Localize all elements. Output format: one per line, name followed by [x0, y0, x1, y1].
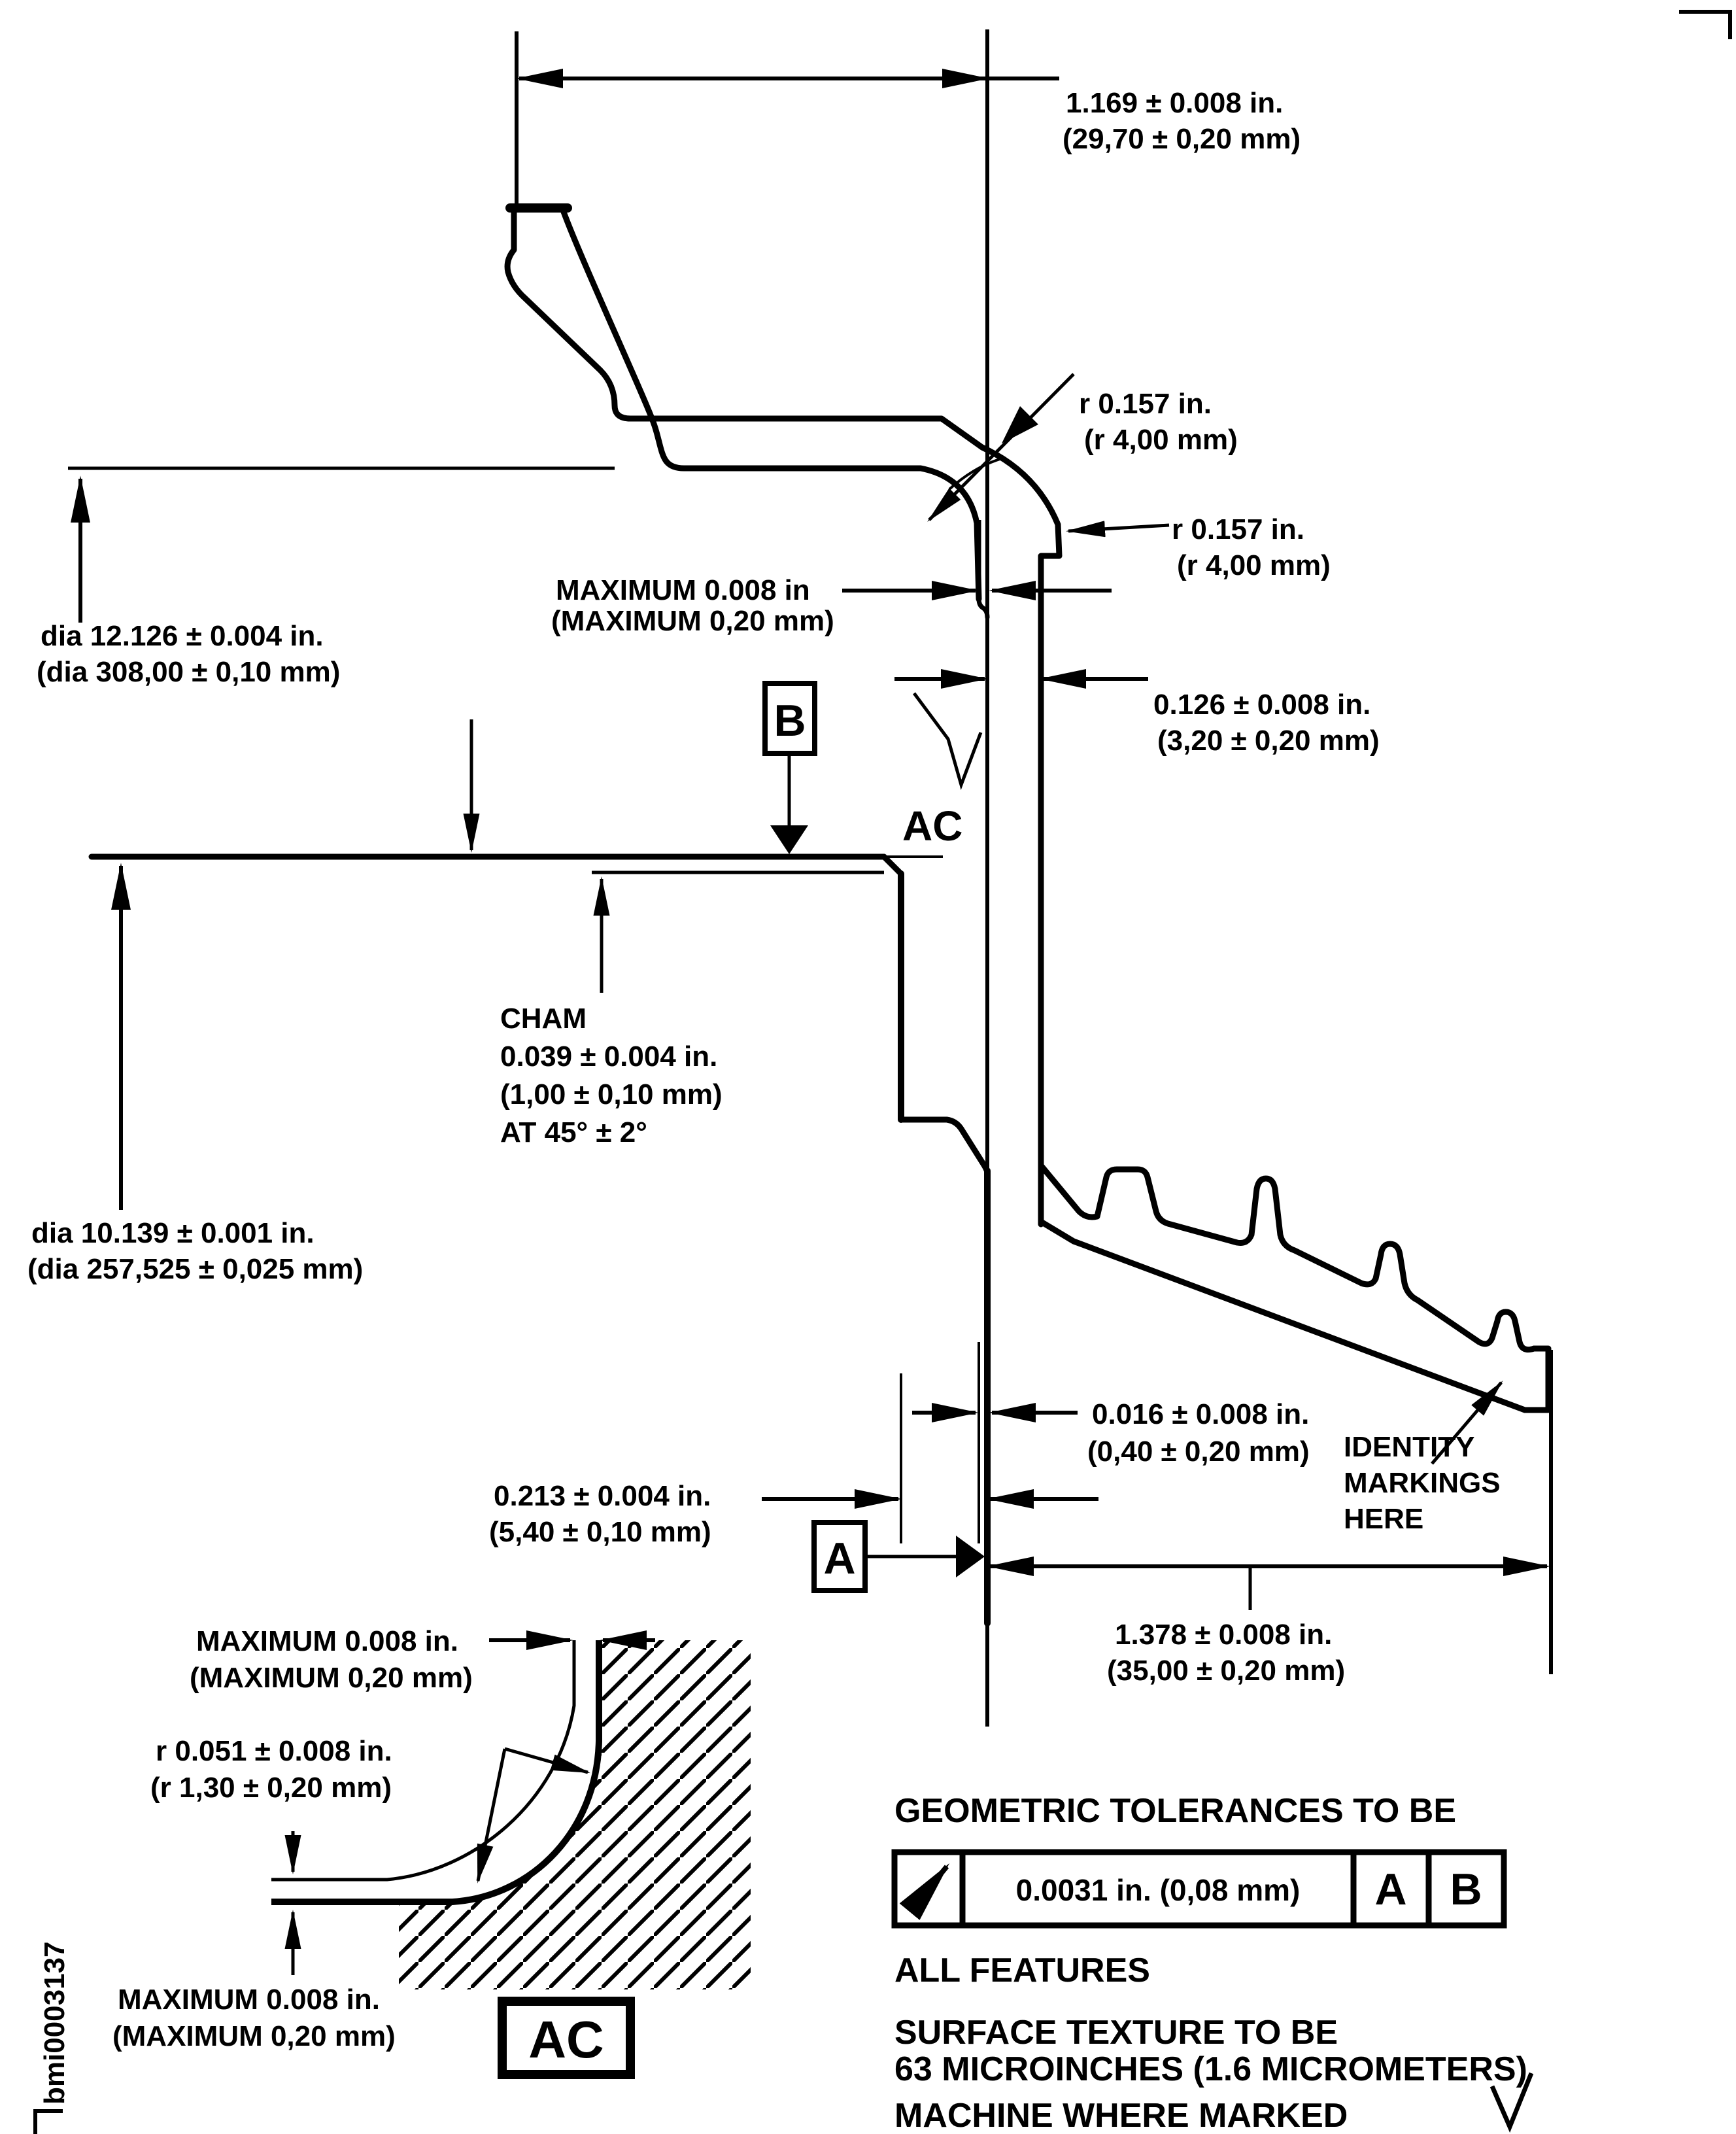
- fcf-tolerance: 0.0031 in. (0,08 mm): [1016, 1873, 1301, 1907]
- radius-construction-arc: [948, 456, 1005, 490]
- cast-surface-contour: [271, 1640, 576, 1882]
- sheet-corner-top-right: [1679, 10, 1732, 39]
- note-geometric: GEOMETRIC TOLERANCES TO BE: [894, 1792, 1456, 1830]
- radius-lower-in: r 0.157 in.: [1172, 513, 1304, 545]
- detail-dim-max-gap-horizontal: MAXIMUM 0.008 in. (MAXIMUM 0,20 mm): [112, 1831, 396, 2052]
- detail-label-ac: AC: [498, 1997, 635, 2079]
- datum-b-label: B: [774, 696, 806, 746]
- callout-radius-upper: r 0.157 in. (r 4,00 mm): [927, 373, 1238, 522]
- cham-in: 0.039 ± 0.004 in.: [500, 1041, 717, 1073]
- leader: [1066, 521, 1170, 538]
- leader: [1431, 1380, 1503, 1465]
- hat-inner-edge-flange-top-outer-step-wall: [504, 207, 1063, 1228]
- machining-check-icon: [912, 692, 983, 790]
- cooling-fins-lower-edge: [1038, 1218, 1552, 1413]
- callout-radius-lower: r 0.157 in. (r 4,00 mm): [1066, 513, 1331, 581]
- dia-outer-mm: (dia 308,00 ± 0,10 mm): [37, 656, 340, 688]
- radius-upper-mm: (r 4,00 mm): [1084, 424, 1238, 456]
- dia-outer-in: dia 12.126 ± 0.004 in.: [41, 620, 324, 652]
- wall-thickness-in: 0.126 ± 0.008 in.: [1153, 689, 1370, 721]
- fcf-frame: [891, 1849, 1507, 1929]
- detail-max-h-in: MAXIMUM 0.008 in.: [118, 1984, 380, 2016]
- callout-identity-markings: IDENTITY MARKINGS HERE: [1344, 1380, 1503, 1535]
- section-hatching: [399, 1640, 751, 1989]
- dim-width-overall: 1.169 ± 0.008 in. (29,70 ± 0,20 mm): [516, 69, 1301, 155]
- step-offset-in: 0.016 ± 0.008 in.: [1092, 1398, 1309, 1430]
- identity-line3: HERE: [1344, 1503, 1423, 1535]
- dim-chamfer: CHAM 0.039 ± 0.004 in. (1,00 ± 0,10 mm) …: [463, 719, 723, 1148]
- datum-b: B: [762, 681, 817, 854]
- radius-lower-mm: (r 4,00 mm): [1177, 549, 1331, 581]
- dim-dia-outer: dia 12.126 ± 0.004 in. (dia 308,00 ± 0,1…: [37, 475, 340, 688]
- detail-max-v-mm: (MAXIMUM 0,20 mm): [190, 1662, 473, 1694]
- feature-control-frame: 0.0031 in. (0,08 mm) A B: [891, 1849, 1507, 1929]
- hat-outer-edge-and-flange-bottom: [560, 209, 982, 602]
- radius-upper-in: r 0.157 in.: [1079, 388, 1212, 420]
- dim-width-overall-in: 1.169 ± 0.008 in.: [1066, 87, 1283, 119]
- identity-line2: MARKINGS: [1344, 1467, 1501, 1499]
- note-surface-texture-1: SURFACE TEXTURE TO BE: [894, 2014, 1338, 2052]
- surface-finish-mark: AC: [902, 692, 983, 850]
- hub-width-mm: (35,00 ± 0,20 mm): [1107, 1655, 1345, 1687]
- leader: [927, 373, 1075, 522]
- surface-finish-ac-label: AC: [902, 802, 962, 850]
- detail-dim-max-gap-vertical: MAXIMUM 0.008 in. (MAXIMUM 0,20 mm): [190, 1625, 655, 1694]
- datum-b-triangle: [770, 825, 808, 854]
- note-machine-where-marked: MACHINE WHERE MARKED: [894, 2097, 1348, 2134]
- bore-step-edge: [898, 1116, 991, 1175]
- detail-ac-box: [498, 1997, 635, 2079]
- dim-wall-thickness: 0.126 ± 0.008 in. (3,20 ± 0,20 mm): [894, 669, 1380, 757]
- wall-thickness-mm: (3,20 ± 0,20 mm): [1157, 725, 1380, 757]
- cham-word: CHAM: [500, 1003, 587, 1035]
- fcf-datum-b: B: [1450, 1865, 1482, 1914]
- detail-max-h-mm: (MAXIMUM 0,20 mm): [112, 2020, 396, 2052]
- cooling-fins-upper-edge: [1038, 1162, 1537, 1353]
- part-profile: [88, 203, 1552, 1626]
- dim-step-offset: 0.016 ± 0.008 in. (0,40 ± 0,20 mm): [912, 1398, 1310, 1468]
- note-surface-texture-2: 63 MICROINCHES (1.6 MICROMETERS): [894, 2050, 1527, 2088]
- dia-inner-in: dia 10.139 ± 0.001 in.: [31, 1217, 315, 1249]
- identity-line1: IDENTITY: [1344, 1431, 1474, 1463]
- dim-max-runout-upper: MAXIMUM 0.008 in (MAXIMUM 0,20 mm): [551, 574, 1112, 637]
- leader-mid-arrowhead: [1002, 406, 1038, 443]
- figure-id: bmi0003137: [39, 1941, 71, 2105]
- note-all-features: ALL FEATURES: [894, 1952, 1150, 1989]
- max-runout-upper-mm: (MAXIMUM 0,20 mm): [551, 605, 834, 637]
- dim-dia-inner: dia 10.139 ± 0.001 in. (dia 257,525 ± 0,…: [27, 863, 363, 1285]
- datum-a-label: A: [823, 1534, 855, 1583]
- extension-lines: [68, 29, 1553, 1727]
- fcf-datum-a: A: [1374, 1865, 1406, 1914]
- datum-a-triangle: [956, 1536, 985, 1577]
- detail-view: MAXIMUM 0.008 in. (MAXIMUM 0,20 mm) r 0.…: [112, 1625, 751, 2079]
- hub-thickness-in: 0.213 ± 0.004 in.: [494, 1480, 711, 1512]
- cham-mm: (1,00 ± 0,10 mm): [500, 1078, 723, 1110]
- leader-branch-2: [476, 1748, 507, 1884]
- runout-symbol-icon: [899, 1863, 950, 1920]
- detail-radius-mm: (r 1,30 ± 0,20 mm): [150, 1772, 392, 1804]
- dim-hub-thickness: 0.213 ± 0.004 in. (5,40 ± 0,10 mm): [489, 1480, 1098, 1548]
- detail-ac-text: AC: [528, 2010, 604, 2069]
- step-offset-mm: (0,40 ± 0,20 mm): [1087, 1436, 1310, 1468]
- machining-symbol-icon: [1489, 2072, 1534, 2133]
- cham-angle: AT 45° ± 2°: [500, 1116, 647, 1148]
- bore-chamfer-edge: [881, 853, 904, 877]
- sheet-corner-bottom-left: [33, 2109, 63, 2134]
- dia-inner-mm: (dia 257,525 ± 0,025 mm): [27, 1253, 363, 1285]
- leader-branch-1: [504, 1747, 590, 1774]
- detail-max-v-in: MAXIMUM 0.008 in.: [196, 1625, 458, 1657]
- notes-block: GEOMETRIC TOLERANCES TO BE 0.0031 in. (0…: [891, 1792, 1534, 2134]
- detail-dim-fillet-radius: r 0.051 ± 0.008 in. (r 1,30 ± 0,20 mm): [150, 1735, 590, 1884]
- dim-width-overall-mm: (29,70 ± 0,20 mm): [1063, 123, 1301, 155]
- hub-thickness-mm: (5,40 ± 0,10 mm): [489, 1516, 711, 1548]
- machined-surface-contour: [271, 1640, 602, 1905]
- hub-width-in: 1.378 ± 0.008 in.: [1115, 1619, 1332, 1651]
- detail-radius-in: r 0.051 ± 0.008 in.: [156, 1735, 392, 1767]
- datum-a: A: [811, 1520, 985, 1593]
- max-runout-upper-in: MAXIMUM 0.008 in: [556, 574, 810, 606]
- dim-hub-width: 1.378 ± 0.008 in. (35,00 ± 0,20 mm): [987, 1557, 1550, 1687]
- fcf-dividers: [959, 1852, 1432, 1925]
